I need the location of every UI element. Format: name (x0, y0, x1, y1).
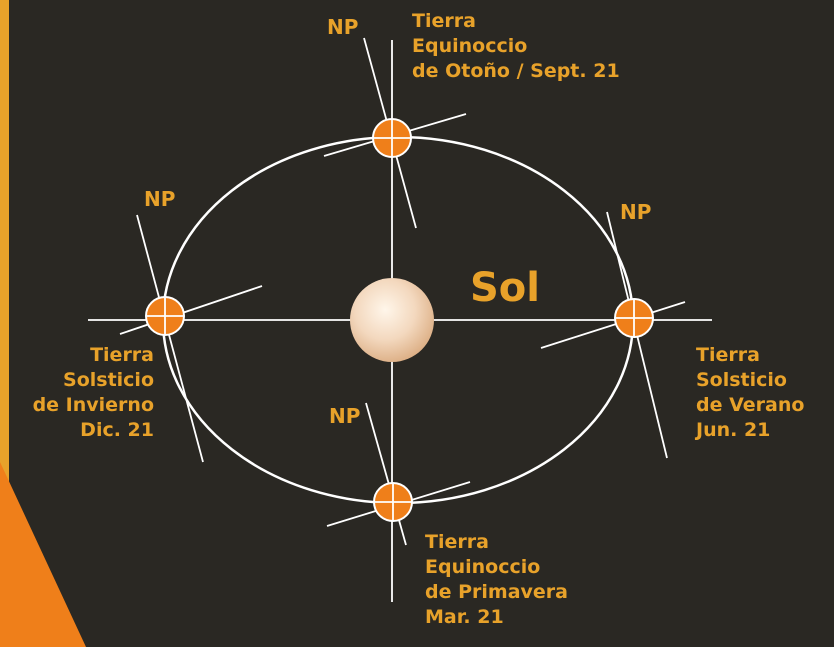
label-bottom-line-1: Tierra (425, 531, 489, 553)
np-label-bottom: NP (329, 404, 361, 428)
label-top-line-2: Equinoccio (412, 35, 528, 57)
label-bottom: Tierra Equinoccio de Primavera Mar. 21 (425, 530, 568, 630)
earth-left-polar-axis (136, 214, 204, 463)
label-bottom-line-3: de Primavera (425, 581, 568, 603)
label-right-line-4: Jun. 21 (696, 419, 771, 441)
label-top: Tierra Equinoccio de Otoño / Sept. 21 (412, 9, 620, 84)
earth-bottom-polar-axis (365, 402, 407, 546)
label-left-line-3: de Invierno (32, 394, 154, 416)
np-label-top: NP (327, 15, 359, 39)
earth-top (323, 37, 467, 229)
earth-left (119, 214, 263, 463)
label-top-line-3: de Otoño / Sept. 21 (412, 60, 620, 82)
label-right-line-3: de Verano (696, 394, 805, 416)
earth-right-equator-line (540, 301, 686, 349)
label-left-line-2: Solsticio (63, 369, 154, 391)
earth-right (540, 211, 686, 459)
label-left-line-1: Tierra (90, 344, 154, 366)
sun (350, 278, 434, 362)
np-label-right: NP (620, 200, 652, 224)
label-top-line-1: Tierra (412, 10, 476, 32)
np-label-left: NP (144, 187, 176, 211)
label-left-line-4: Dic. 21 (80, 419, 154, 441)
earth-left-equator-line (119, 285, 263, 335)
label-right-line-2: Solsticio (696, 369, 787, 391)
corner-triangle (0, 462, 86, 647)
earth-bottom (326, 402, 471, 546)
label-bottom-line-4: Mar. 21 (425, 606, 504, 628)
sun-label: Sol (470, 265, 540, 311)
label-right: Tierra Solsticio de Verano Jun. 21 (696, 343, 804, 443)
label-bottom-line-2: Equinoccio (425, 556, 541, 578)
label-left: Tierra Solsticio de Invierno Dic. 21 (33, 343, 154, 443)
label-right-line-1: Tierra (696, 344, 760, 366)
left-edge-strip (0, 0, 9, 647)
